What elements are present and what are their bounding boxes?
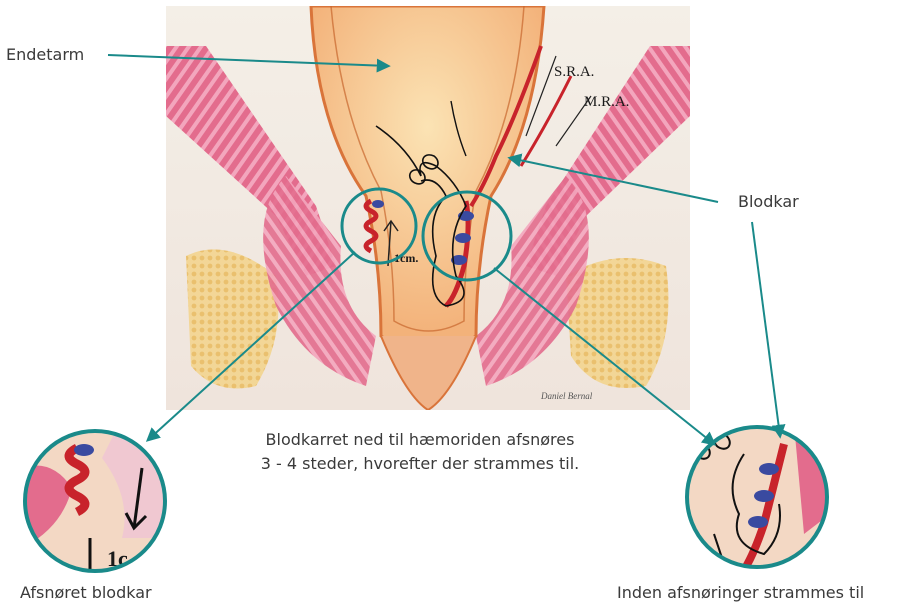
label-tightened: Inden afsnøringer strammes til (617, 583, 864, 602)
signature: Daniel Bernal (540, 391, 593, 401)
hemorrhoid-ligation-illustration: S.R.A. M.R.A. 1cm. Daniel Bernal (166, 6, 690, 410)
label-tied-vessel: Afsnøret blodkar (20, 583, 152, 602)
measure-label: 1cm. (394, 251, 418, 265)
label-rectum: Endetarm (6, 45, 84, 64)
label-vessels: Blodkar (738, 192, 799, 211)
caption: Blodkarret ned til hæmoriden afsnøres 3 … (190, 428, 650, 476)
caption-line-2: 3 - 4 steder, hvorefter der strammes til… (190, 452, 650, 476)
sra-label: S.R.A. (554, 64, 594, 80)
caption-line-1: Blodkarret ned til hæmoriden afsnøres (190, 428, 650, 452)
zoom-tied-vessel: 1c (22, 428, 168, 574)
mra-label: M.R.A. (584, 94, 629, 110)
arrow-vessels-zoom (752, 222, 780, 436)
zoom-tightened-ligatures (684, 424, 830, 570)
